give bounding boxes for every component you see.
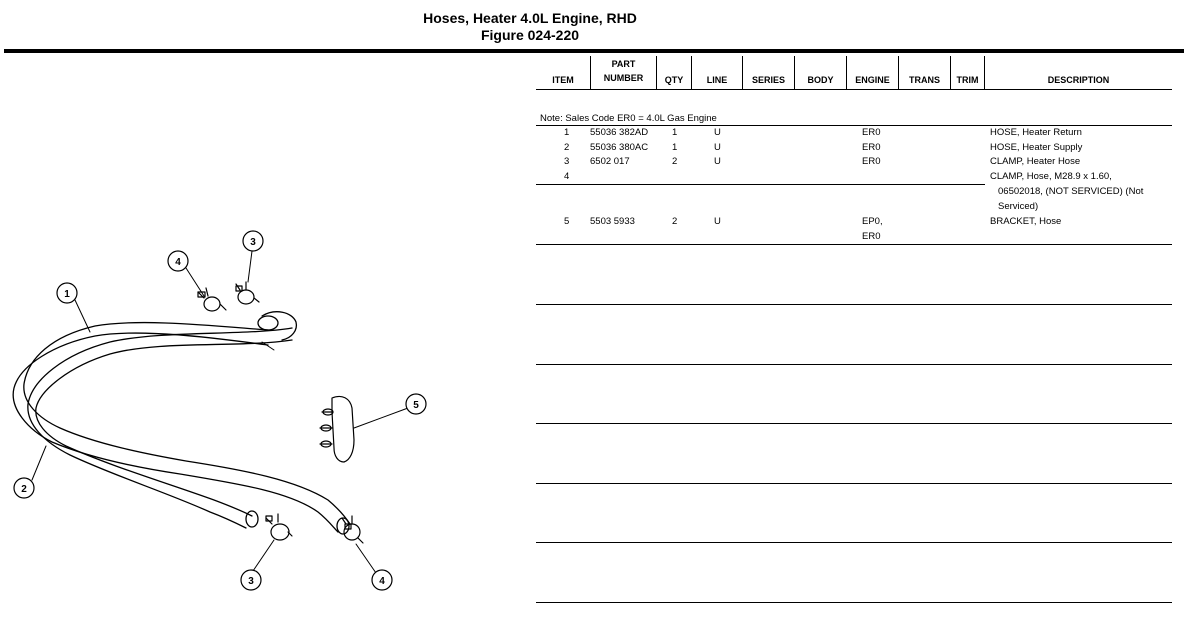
callout-5-label: 5: [413, 400, 419, 411]
row-5-item: 5: [564, 216, 570, 227]
hose-end-lower-right: [336, 517, 350, 535]
hose-1-outer: [12, 332, 339, 533]
row-5-line: U: [714, 216, 721, 227]
row-4-item: 4: [564, 171, 570, 182]
row-2-description: HOSE, Heater Supply: [990, 142, 1083, 153]
row-rule-7: [536, 602, 1172, 603]
col-header-part-number: PART NUMBER: [591, 56, 656, 89]
row-4-partial-rule: [536, 184, 985, 185]
callout-2-circle: [13, 477, 35, 499]
row-5-part: 5503 5933: [590, 216, 635, 227]
row-rule-6: [536, 542, 1172, 543]
row-1-description: HOSE, Heater Return: [990, 127, 1082, 138]
row-2-item: 2: [564, 142, 570, 153]
row-1-item: 1: [564, 127, 570, 138]
callout-3-top-label: 3: [250, 237, 256, 248]
row-3-engine: ER0: [862, 156, 881, 167]
row-rule-4: [536, 423, 1172, 424]
callout-1-circle: [56, 282, 78, 304]
hose-end-upper-body: [261, 311, 298, 341]
callout-4-top-label: 4: [175, 257, 181, 268]
row-rule-5: [536, 483, 1172, 484]
hose-2-outer: [35, 339, 293, 517]
hose-end-upper: [257, 315, 279, 331]
row-5-qty: 2: [672, 216, 678, 227]
row-4-description-line-3: Serviced): [998, 201, 1039, 212]
clamp-3-bottom: [265, 513, 293, 541]
row-3-qty: 2: [672, 156, 678, 167]
col-header-trans: TRANS: [909, 75, 940, 85]
col-header-trim: TRIM: [956, 75, 979, 85]
callout-4-top-circle: [167, 250, 189, 272]
row-3-item: 3: [564, 156, 570, 167]
row-5-description: BRACKET, Hose: [990, 216, 1062, 227]
col-header-series: SERIES: [751, 75, 785, 85]
callout-3-top-circle: [242, 230, 264, 252]
page-title: Hoses, Heater 4.0L Engine, RHD: [423, 10, 637, 26]
callout-4-bottom-circle: [371, 569, 393, 591]
row-2-qty: 1: [672, 142, 678, 153]
col-header-item: ITEM: [552, 75, 574, 85]
row-4-description: CLAMP, Hose, M28.9 x 1.60,: [990, 171, 1112, 182]
col-header-description: DESCRIPTION: [1047, 75, 1110, 85]
header-divider: [4, 49, 1184, 53]
row-3-part: 6502 017: [590, 156, 630, 167]
row-rule-3: [536, 364, 1172, 365]
row-rule-2: [536, 304, 1172, 305]
note-rule: [536, 125, 1172, 126]
row-1-line: U: [714, 127, 721, 138]
clamp-3-top: [235, 281, 260, 305]
col-header-body: BODY: [807, 75, 834, 85]
row-2-engine: ER0: [862, 142, 881, 153]
callout-3-bottom-label: 3: [248, 576, 254, 587]
row-1-engine: ER0: [862, 127, 881, 138]
heater-hose-illustration: 1 2 3 3 4 4 5: [12, 230, 427, 591]
row-rule-1: [536, 244, 1172, 245]
clamp-4-bottom: [341, 515, 364, 544]
hose-2-inner: [27, 327, 293, 529]
page-header: Hoses, Heater 4.0L Engine, RHD Figure 02…: [0, 0, 1188, 53]
header-rule: [536, 89, 1172, 90]
bracket-5: [319, 395, 355, 463]
col-header-line: LINE: [706, 75, 728, 85]
row-1-qty: 1: [672, 127, 678, 138]
col-header-qty: QTY: [664, 75, 684, 85]
row-3-description: CLAMP, Heater Hose: [990, 156, 1081, 167]
row-4-description-line-2: 06502018, (NOT SERVICED) (Not: [998, 186, 1144, 197]
callout-5-circle: [405, 393, 427, 415]
hose-end-lower-left: [245, 510, 259, 528]
callout-3-bottom-circle: [240, 569, 262, 591]
row-1-part: 55036 382AD: [590, 127, 649, 138]
row-2-line: U: [714, 142, 721, 153]
callout-4-bottom-label: 4: [379, 576, 385, 587]
figure-number: Figure 024-220: [480, 27, 580, 43]
sales-code-note: Note: Sales Code ER0 = 4.0L Gas Engine: [540, 113, 717, 124]
callout-2-label: 2: [21, 484, 27, 495]
row-3-line: U: [714, 156, 721, 167]
hose-1-inner: [23, 321, 351, 525]
col-header-number: NUMBER: [603, 72, 644, 83]
parts-diagram: 1 2 3 3 4 4 5: [0, 56, 530, 627]
col-header-part: PART: [611, 58, 636, 69]
clamp-4-top: [197, 287, 227, 312]
row-2-part: 55036 380AC: [590, 142, 649, 153]
callout-1-label: 1: [64, 289, 70, 300]
col-header-engine: ENGINE: [855, 75, 890, 85]
row-5-engine-line-2: ER0: [862, 231, 881, 242]
row-5-engine: EP0,: [862, 216, 883, 227]
